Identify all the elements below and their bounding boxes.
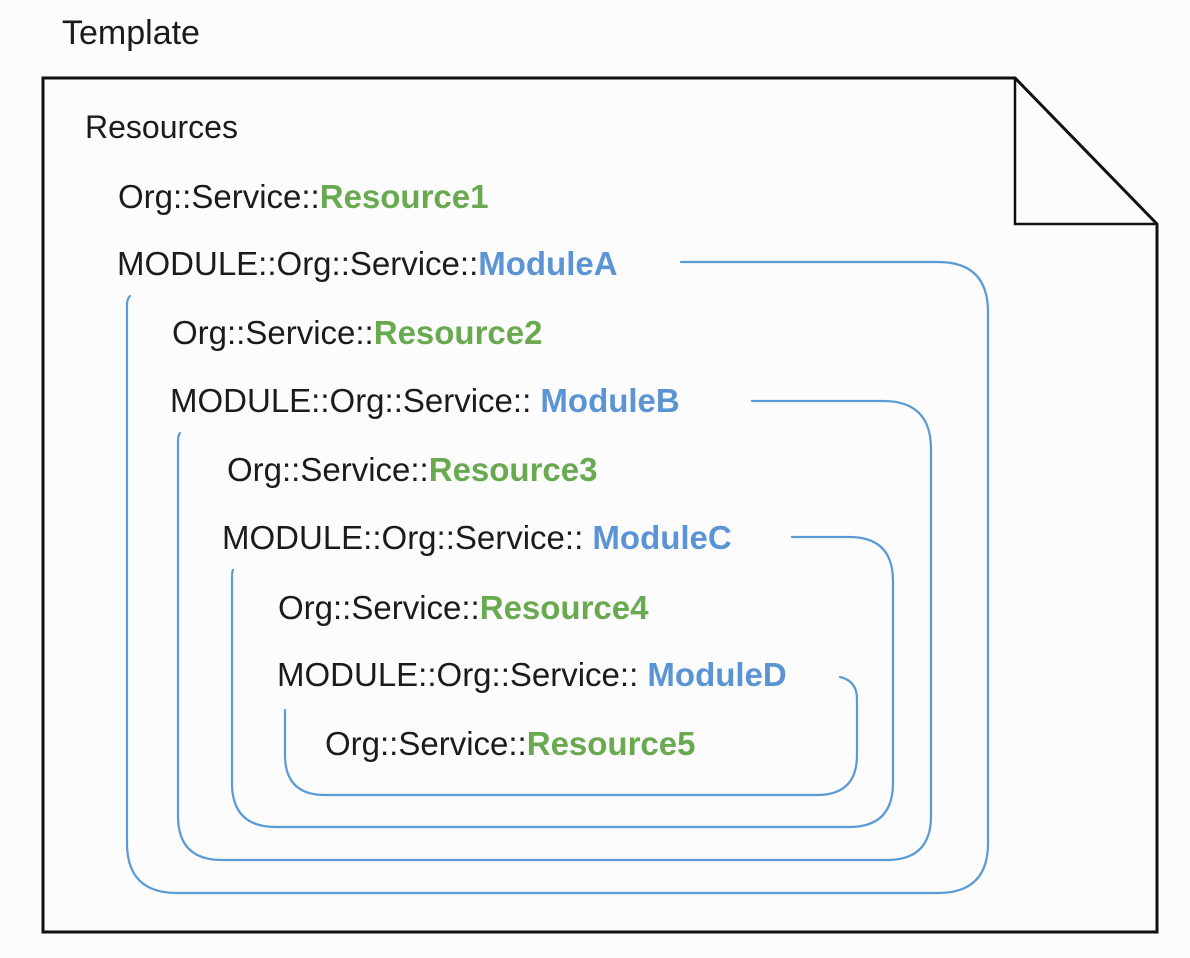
module-b-bracket: [176, 399, 933, 862]
moduleB-name: ModuleB: [540, 382, 680, 419]
moduleD-name: ModuleD: [647, 656, 787, 693]
resource5-name: Resource5: [526, 725, 696, 762]
moduleC-prefix: MODULE::Org::Service::: [222, 519, 593, 556]
moduleB-prefix: MODULE::Org::Service::: [170, 382, 541, 419]
row-moduleD: MODULE::Org::Service:: ModuleD: [277, 655, 787, 695]
row-resource4: Org::Service::Resource4: [278, 588, 649, 628]
resource4-name: Resource4: [479, 589, 649, 626]
row-resource5: Org::Service::Resource5: [325, 724, 696, 764]
module-a-bracket: [125, 260, 990, 895]
row-resource2: Org::Service::Resource2: [172, 313, 543, 353]
resource3-name: Resource3: [428, 451, 598, 488]
template-title: Template: [62, 14, 200, 52]
resource1-name: Resource1: [319, 178, 489, 215]
fold-corner: [1013, 78, 1157, 226]
moduleA-prefix: MODULE::Org::Service::: [117, 245, 479, 282]
resource3-prefix: Org::Service::: [227, 451, 429, 488]
moduleC-name: ModuleC: [592, 519, 732, 556]
moduleA-name: ModuleA: [478, 245, 618, 282]
resource1-prefix: Org::Service::: [118, 178, 320, 215]
resource4-prefix: Org::Service::: [278, 589, 480, 626]
row-resource3: Org::Service::Resource3: [227, 450, 598, 490]
row-moduleC: MODULE::Org::Service:: ModuleC: [222, 518, 732, 558]
resource2-name: Resource2: [373, 314, 543, 351]
resource2-prefix: Org::Service::: [172, 314, 374, 351]
moduleD-prefix: MODULE::Org::Service::: [277, 656, 648, 693]
row-moduleB: MODULE::Org::Service:: ModuleB: [170, 381, 680, 421]
document-outline: [41, 76, 1159, 934]
module-c-bracket: [230, 535, 895, 829]
row-moduleA: MODULE::Org::Service::ModuleA: [117, 244, 618, 284]
row-resource1: Org::Service::Resource1: [118, 177, 489, 217]
resource5-prefix: Org::Service::: [325, 725, 527, 762]
module-d-bracket: [283, 675, 859, 797]
resources-heading: Resources: [85, 109, 238, 145]
